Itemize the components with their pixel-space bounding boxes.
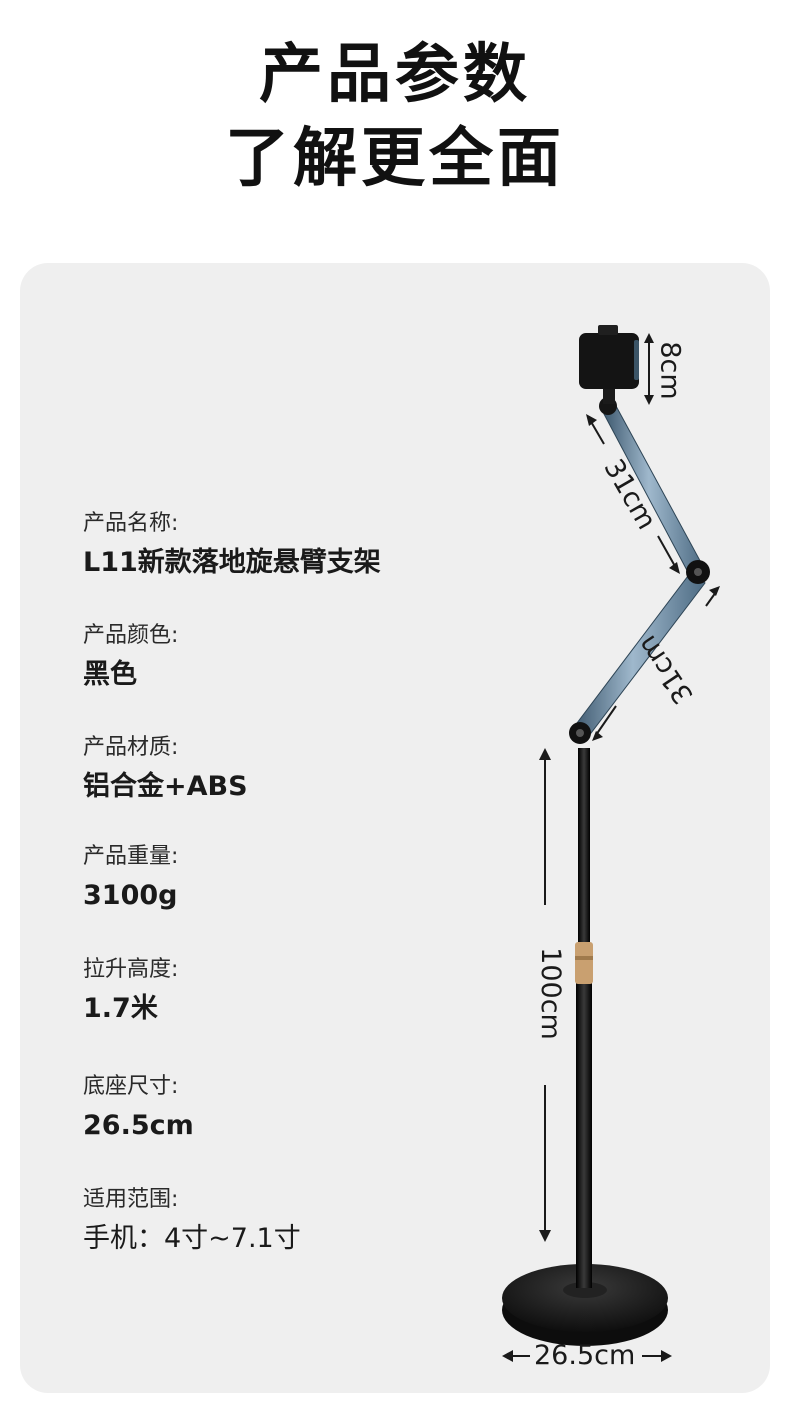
spec-label: 拉升高度: <box>83 957 179 982</box>
spec-weight: 产品重量: 3100g <box>83 842 178 914</box>
spec-label: 产品材质: <box>83 735 179 760</box>
spec-label: 适用范围: <box>83 1187 179 1212</box>
upper-arm <box>603 405 710 584</box>
base <box>502 1264 668 1346</box>
page-title-line2: 了解更全面 <box>225 122 565 196</box>
spec-value: L11新款落地旋悬臂支架 <box>83 547 381 578</box>
pole-dimension-label: 100cm <box>534 947 566 1040</box>
spec-value: 3100g <box>83 880 178 911</box>
spec-color: 产品颜色: 黑色 <box>83 621 178 693</box>
clamp-dimension-label: 8cm <box>654 341 686 400</box>
phone-clamp <box>579 325 639 415</box>
spec-base-size: 底座尺寸: 26.5cm <box>83 1072 194 1144</box>
spec-value: 黑色 <box>83 659 137 690</box>
spec-value: 手机：4寸~7.1寸 <box>83 1223 301 1254</box>
lower-arm <box>569 571 706 744</box>
page-title-line1: 产品参数 <box>259 38 531 112</box>
base-dimension-label: 26.5cm <box>534 1340 636 1371</box>
pole <box>575 748 593 1288</box>
spec-compatibility: 适用范围: 手机：4寸~7.1寸 <box>83 1185 301 1257</box>
spec-height: 拉升高度: 1.7米 <box>83 955 178 1027</box>
spec-value: 26.5cm <box>83 1110 194 1141</box>
spec-value: 铝合金+ABS <box>83 771 248 802</box>
spec-label: 底座尺寸: <box>83 1074 179 1099</box>
spec-material: 产品材质: 铝合金+ABS <box>83 733 248 805</box>
spec-label: 产品颜色: <box>83 623 179 648</box>
spec-label: 产品重量: <box>83 844 179 869</box>
dimension-arrows <box>502 333 720 1362</box>
spec-name: 产品名称: L11新款落地旋悬臂支架 <box>83 509 381 581</box>
spec-label: 产品名称: <box>83 511 179 536</box>
height-collar <box>575 942 593 984</box>
spec-value: 1.7米 <box>83 993 158 1024</box>
spec-panel <box>20 263 770 1393</box>
